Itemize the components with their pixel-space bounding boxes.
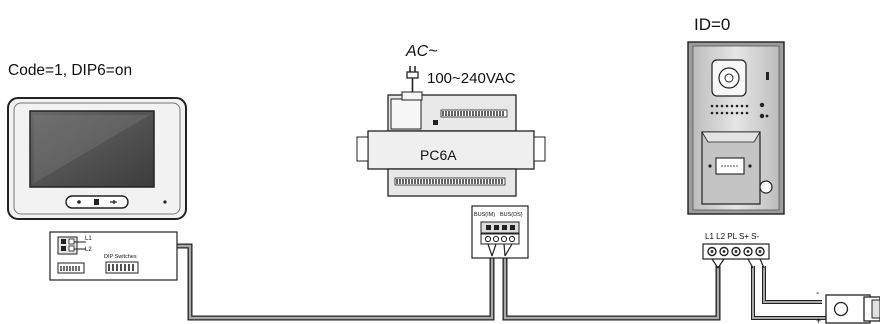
speaker-grille-icon bbox=[710, 104, 749, 115]
door-station-caption: ID=0 bbox=[694, 15, 730, 34]
camera-lens-icon bbox=[718, 67, 740, 89]
bus-terminal-block: BUS(IM) BUS(DS) bbox=[471, 205, 529, 259]
dip-switches-label: DIP Switches bbox=[104, 254, 137, 260]
door-led bbox=[766, 72, 769, 80]
monitor-terminal-box: L1 L2 DIP Switches bbox=[49, 231, 178, 281]
lock-cylinder-icon bbox=[833, 301, 849, 317]
rj45-port bbox=[57, 262, 85, 274]
door-round-button bbox=[759, 180, 773, 194]
model-label: PC6A bbox=[420, 147, 457, 163]
monitor-screen bbox=[29, 110, 155, 188]
door-terminal-strip bbox=[702, 243, 770, 269]
bus-ds-label: BUS(DS) bbox=[500, 212, 523, 218]
talk-icon bbox=[77, 200, 81, 204]
dip-switch-block bbox=[105, 261, 139, 274]
monitor-icon bbox=[94, 199, 99, 205]
monitor-caption: Code=1, DIP6=on bbox=[8, 62, 132, 79]
voltage-label: 100~240VAC bbox=[427, 70, 516, 87]
electric-lock bbox=[825, 294, 880, 324]
bus-cable-door-station bbox=[502, 258, 721, 321]
door-terminal-labels: L1 L2 PL S+ S- bbox=[705, 232, 760, 241]
power-supply-pc6a: PC6A bbox=[356, 91, 546, 197]
monitor-led bbox=[163, 200, 167, 204]
lock-cable bbox=[751, 266, 826, 320]
plug-icon bbox=[406, 66, 419, 96]
lock-status-icon bbox=[759, 113, 765, 119]
outdoor-door-station bbox=[687, 41, 785, 215]
lock-plus-label: + bbox=[816, 316, 821, 324]
terminal-l1-label: L1 bbox=[85, 236, 92, 242]
ac-label: AC~ bbox=[405, 43, 438, 60]
bell-status-icon bbox=[759, 102, 765, 108]
terminal-l2-label: L2 bbox=[85, 247, 92, 253]
indoor-monitor bbox=[7, 97, 187, 220]
lock-minus-label: - bbox=[816, 288, 819, 299]
unlock-icon bbox=[110, 200, 117, 204]
bus-im-label: BUS(IM) bbox=[474, 212, 495, 218]
